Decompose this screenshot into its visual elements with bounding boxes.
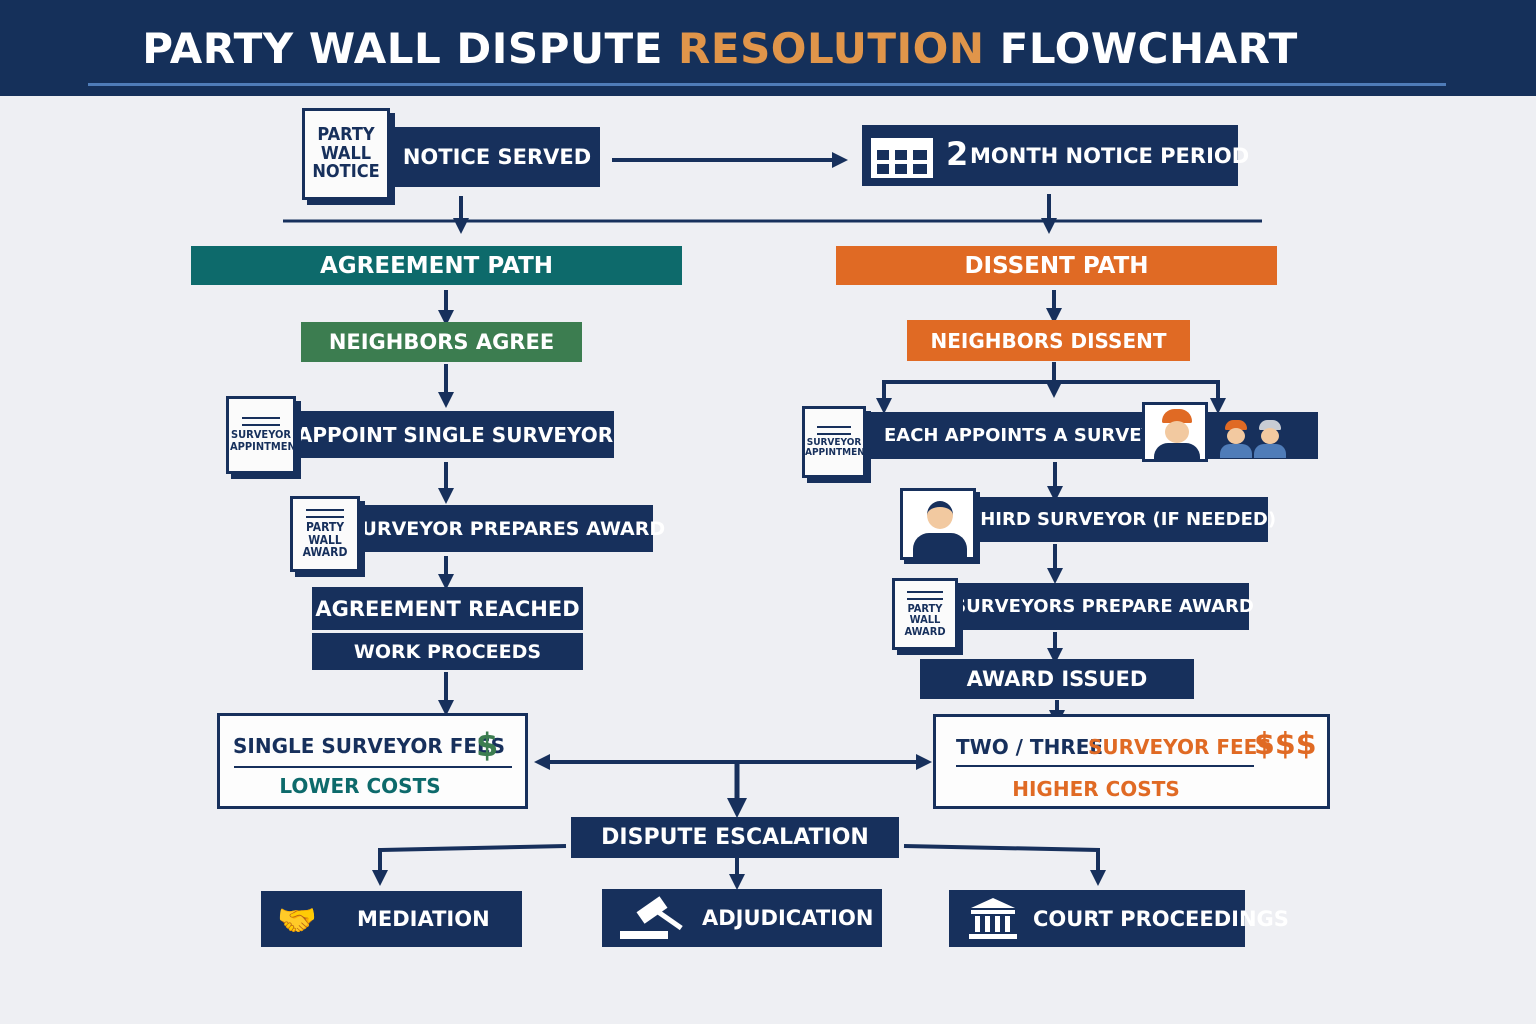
appoint-single-surveyor-label: APPOINT SINGLE SURVEYOR [296,422,614,447]
neighbors-agree-box: NEIGHBORS AGREE [301,322,582,362]
neighbors-dissent-box: NEIGHBORS DISSENT [907,320,1190,361]
third-surveyor-portrait-icon [900,488,976,560]
surveyors-prepare-award-box: SURVEYORS PREPARE AWARD [953,583,1254,630]
dissent-appointment-doc-label: SURVEYOR APPINTMENT [805,436,871,458]
dollar-icon: $$$ [1254,727,1317,762]
third-surveyor-label: THIRD SURVEYOR (IF NEEDED) [967,509,1277,530]
neighbors-agree-label: NEIGHBORS AGREE [328,330,555,354]
handshake-icon: 🤝 [277,901,317,939]
party-wall-award-document-icon: PARTY WALL AWARD [892,578,958,650]
award-issued-box: AWARD ISSUED [920,659,1194,699]
award-issued-label: AWARD ISSUED [966,667,1148,691]
party-wall-award-doc-label: PARTY WALL AWARD [302,520,348,560]
gavel-icon [616,896,696,941]
notice-document-icon: PARTY WALL NOTICE [302,108,390,200]
lower-costs-label: LOWER COSTS [279,774,441,798]
surveyor-appointment-document-icon: SURVEYOR APPINTMENT [802,406,871,478]
header-bar [0,0,1536,96]
surveyors-prepare-award-label: SURVEYORS PREPARE AWARD [953,596,1254,617]
agreement-path-label: AGREEMENT PATH [319,252,554,279]
adjudication-box: ADJUDICATION [602,889,882,947]
party-wall-award-document-icon: PARTY WALL AWARD [290,496,360,572]
surveyor-prepares-award-box: SURVEYOR PREPARES AWARD [348,505,665,552]
title-part-2: FLOWCHART [999,24,1298,73]
third-surveyor-box: THIRD SURVEYOR (IF NEEDED) [968,497,1276,542]
neighbors-dissent-label: NEIGHBORS DISSENT [930,328,1167,353]
agreement-path-header: AGREEMENT PATH [191,246,682,285]
calendar-icon [868,135,936,181]
worker-icon [1220,420,1252,458]
surveyor-prepares-award-label: SURVEYOR PREPARES AWARD [347,517,666,540]
notice-served-box: NOTICE SERVED [394,127,600,187]
fees-count-label: TWO / THREE [956,735,1104,759]
title-highlight: RESOLUTION [678,24,985,73]
surveyor-appointment-document-icon: SURVEYOR APPINTMENT [226,396,303,474]
work-proceeds-box: WORK PROCEEDS [312,633,583,670]
single-surveyor-fees-box: SINGLE SURVEYOR FEES $ LOWER COSTS [217,713,528,809]
courthouse-icon [967,898,1019,940]
dispute-escalation-label: DISPUTE ESCALATION [601,825,869,850]
notice-document-label: PARTY WALL NOTICE [312,123,380,183]
agreement-reached-label: AGREEMENT REACHED [315,596,580,621]
adjudication-label: ADJUDICATION [702,906,874,930]
surveyor-icon [1142,402,1208,462]
work-proceeds-label: WORK PROCEEDS [353,640,542,663]
notice-period-label: MONTH NOTICE PERIOD [970,144,1250,168]
each-appoints-surveyor-label: EACH APPOINTS A SURVEYOR [884,425,1184,446]
higher-costs-label: HIGHER COSTS [1012,777,1180,801]
single-surveyor-fees-label: SINGLE SURVEYOR FEES [233,734,506,758]
dissent-path-header: DISSENT PATH [836,246,1277,285]
page-title: PARTY WALL DISPUTE RESOLUTION FLOWCHART [0,24,1440,73]
notice-period-box: 2 MONTH NOTICE PERIOD [862,125,1249,186]
agreement-reached-box: AGREEMENT REACHED [312,587,583,630]
dissent-path-label: DISSENT PATH [964,252,1149,279]
dissent-award-doc-label: PARTY WALL AWARD [904,601,946,638]
court-proceedings-label: COURT PROCEEDINGS [1033,907,1289,931]
surveyor-appointment-doc-label: SURVEYOR APPINTMENT [230,428,303,453]
notice-period-number: 2 [946,135,969,173]
two-three-surveyor-fees-box: TWO / THREE SURVEYOR FEES $$$ HIGHER COS… [933,714,1330,809]
each-appoints-surveyor-box: EACH APPOINTS A SURVEYOR [870,402,1318,462]
title-part-1: PARTY WALL DISPUTE [142,24,663,73]
dispute-escalation-box: DISPUTE ESCALATION [571,817,899,858]
header-underline [88,83,1446,86]
surveyor-fees-label: SURVEYOR FEES [1088,735,1272,759]
appoint-single-surveyor-box: APPOINT SINGLE SURVEYOR [296,411,614,458]
mediation-box: 🤝 MEDIATION [261,891,522,947]
worker-icon [1254,420,1286,458]
mediation-label: MEDIATION [357,907,490,931]
notice-served-label: NOTICE SERVED [402,145,592,169]
court-proceedings-box: COURT PROCEEDINGS [949,890,1289,947]
dollar-icon: $ [476,726,499,764]
